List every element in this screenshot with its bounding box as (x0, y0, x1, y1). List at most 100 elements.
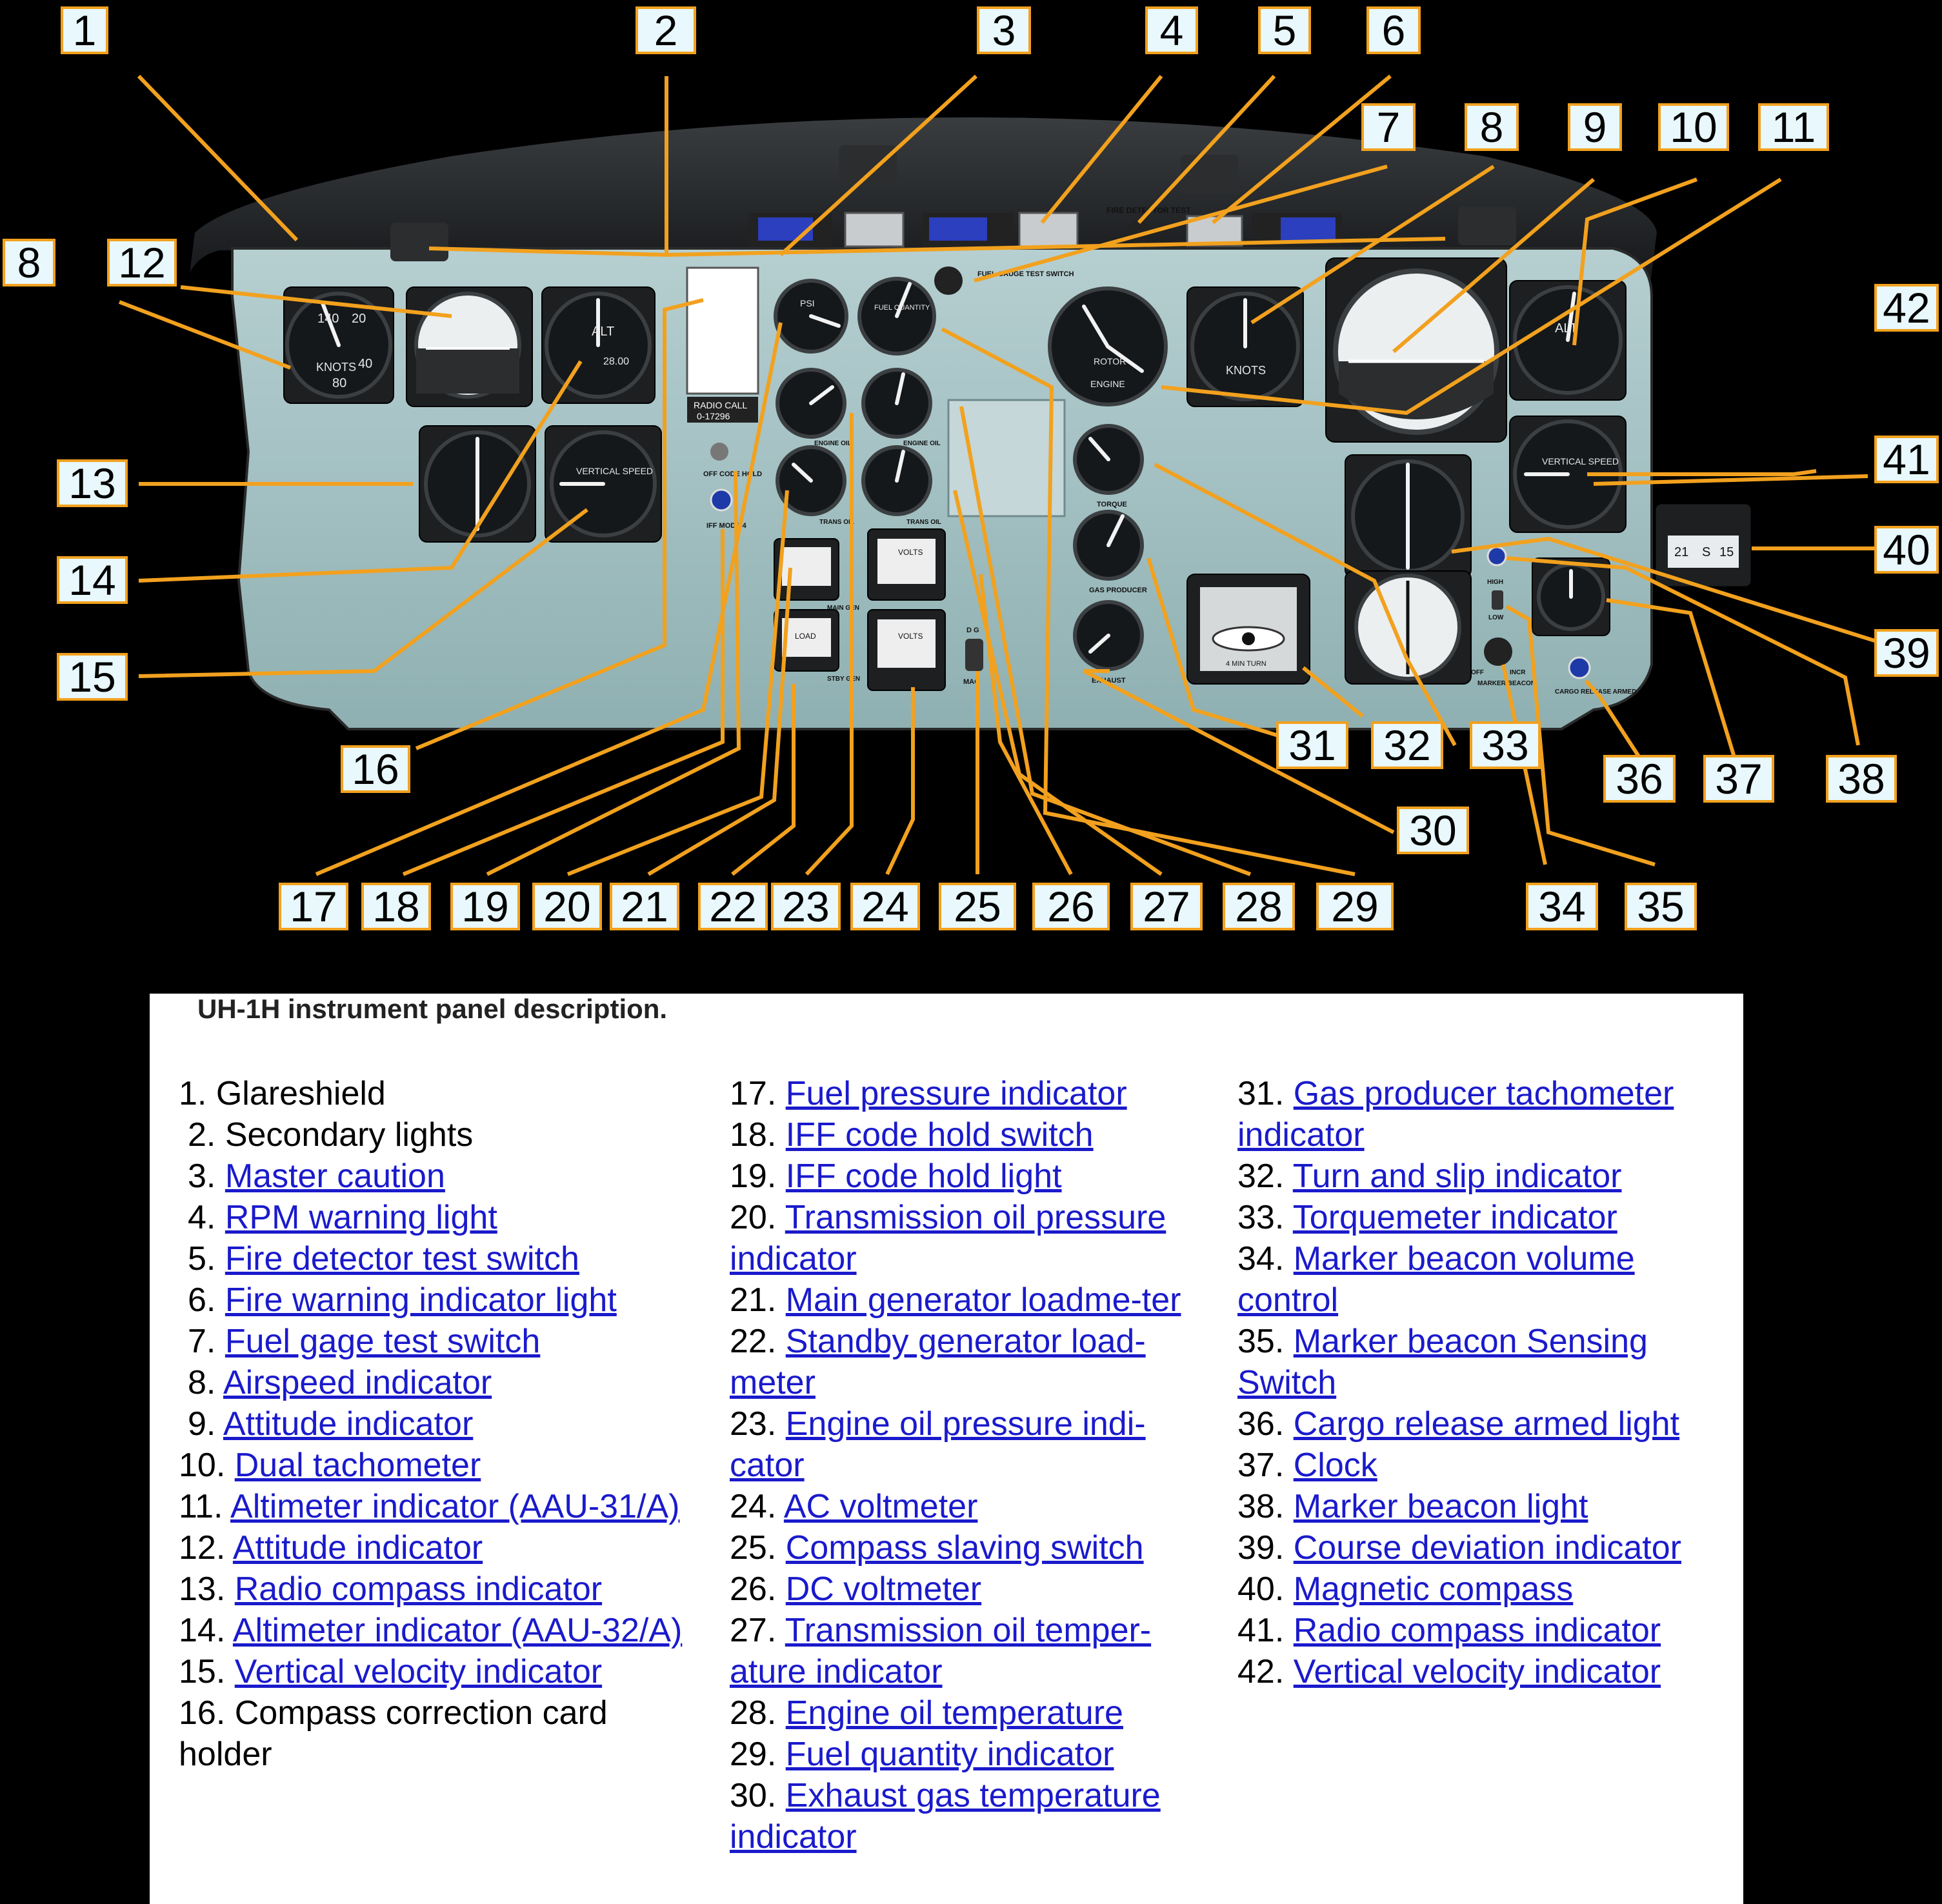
description-item[interactable]: 36. Cargo release armed light (1237, 1403, 1728, 1445)
description-item[interactable]: 27. Transmission oil temper-ature indica… (730, 1610, 1220, 1692)
description-item-link[interactable]: Transmission oil pressure indicator (730, 1199, 1166, 1278)
description-item-link[interactable]: Attitude indicator (223, 1405, 474, 1443)
description-item-link[interactable]: Master caution (225, 1157, 445, 1195)
iff-code-hold-switch[interactable] (710, 443, 728, 461)
description-item-link[interactable]: Airspeed indicator (223, 1364, 492, 1401)
description-item[interactable]: 3. Master caution (179, 1156, 695, 1197)
caution-light-blue-3-lens (1281, 217, 1336, 241)
master-caution-light[interactable] (844, 212, 905, 248)
description-item-link[interactable]: Marker beacon volume control (1237, 1240, 1635, 1319)
description-item-link[interactable]: Exhaust gas temperature indicator (730, 1777, 1161, 1856)
description-item-link[interactable]: Engine oil pressure indi-cator (730, 1405, 1146, 1484)
description-item[interactable]: 17. Fuel pressure indicator (730, 1073, 1220, 1114)
description-item[interactable]: 37. Clock (1237, 1445, 1728, 1486)
incr-label: INCR (1510, 669, 1526, 676)
description-item-link[interactable]: Compass slaving switch (785, 1529, 1144, 1567)
description-item[interactable]: 11. Altimeter indicator (AAU-31/A) (179, 1486, 695, 1527)
description-item-link[interactable]: Fuel gage test switch (225, 1323, 541, 1360)
description-item-link[interactable]: Transmission oil temper-ature indicator (730, 1612, 1152, 1690)
description-item-link[interactable]: Standby generator load-meter (730, 1323, 1146, 1401)
description-item-link[interactable]: IFF code hold light (785, 1157, 1062, 1195)
callout-20: 20 (532, 883, 602, 930)
description-item[interactable]: 41. Radio compass indicator (1237, 1610, 1728, 1651)
description-item-link[interactable]: DC voltmeter (785, 1570, 982, 1608)
description-item[interactable]: 21. Main generator loadme-ter (730, 1279, 1220, 1321)
compass-slaving-switch[interactable] (965, 639, 983, 671)
description-item-link[interactable]: Fuel pressure indicator (785, 1075, 1127, 1112)
description-item-link[interactable]: RPM warning light (225, 1199, 497, 1236)
description-item-number: 4. (188, 1199, 225, 1236)
description-item[interactable]: 18. IFF code hold switch (730, 1114, 1220, 1156)
description-item[interactable]: 30. Exhaust gas temperature indicator (730, 1775, 1220, 1858)
description-item-link[interactable]: Marker beacon light (1293, 1488, 1588, 1525)
description-item-link[interactable]: Fire detector test switch (225, 1240, 579, 1278)
description-item-link[interactable]: Vertical velocity indicator (234, 1653, 603, 1690)
description-item[interactable]: 29. Fuel quantity indicator (730, 1734, 1220, 1775)
callout-14: 14 (57, 556, 128, 604)
description-item[interactable]: 10. Dual tachometer (179, 1445, 695, 1486)
description-item[interactable]: 42. Vertical velocity indicator (1237, 1651, 1728, 1692)
description-item-link[interactable]: Fire warning indicator light (225, 1281, 617, 1319)
stby-gen-label: STBY GEN (827, 676, 860, 683)
description-item-link[interactable]: AC voltmeter (783, 1488, 978, 1525)
description-item-number: 23. (730, 1405, 786, 1443)
description-item-link[interactable]: Marker beacon Sensing Switch (1237, 1323, 1648, 1401)
fuel-gauge-test-switch[interactable] (934, 266, 963, 295)
description-item[interactable]: 13. Radio compass indicator (179, 1568, 695, 1610)
description-item[interactable]: 25. Compass slaving switch (730, 1527, 1220, 1568)
description-item[interactable]: 33. Torquemeter indicator (1237, 1197, 1728, 1238)
description-item[interactable]: 6. Fire warning indicator light (179, 1279, 695, 1321)
description-item-link[interactable]: Main generator loadme-ter (785, 1281, 1181, 1319)
description-item[interactable]: 12. Attitude indicator (179, 1527, 695, 1568)
description-item[interactable]: 32. Turn and slip indicator (1237, 1156, 1728, 1197)
description-item[interactable]: 7. Fuel gage test switch (179, 1321, 695, 1362)
vertical-speed-left: VERTICAL SPEED (545, 425, 662, 543)
description-item-link[interactable]: Dual tachometer (234, 1447, 481, 1484)
description-item-link[interactable]: Attitude indicator (232, 1529, 483, 1567)
description-item[interactable]: 23. Engine oil pressure indi-cator (730, 1403, 1220, 1486)
description-item[interactable]: 19. IFF code hold light (730, 1156, 1220, 1197)
description-item[interactable]: 40. Magnetic compass (1237, 1568, 1728, 1610)
description-item-link[interactable]: Torquemeter indicator (1292, 1199, 1617, 1236)
description-item-link[interactable]: Altimeter indicator (AAU-31/A) (230, 1488, 680, 1525)
marker-beacon-volume-control[interactable] (1484, 637, 1512, 666)
description-item[interactable]: 20. Transmission oil pressure indicator (730, 1197, 1220, 1279)
description-item-link[interactable]: Radio compass indicator (1293, 1612, 1661, 1649)
description-item[interactable]: 35. Marker beacon Sensing Switch (1237, 1321, 1728, 1403)
description-item-link[interactable]: Fuel quantity indicator (785, 1736, 1114, 1773)
callout-12: 12 (107, 239, 177, 286)
description-item[interactable]: 22. Standby generator load-meter (730, 1321, 1220, 1403)
description-item-link[interactable]: Course deviation indicator (1293, 1529, 1681, 1567)
description-item-link[interactable]: Radio compass indicator (234, 1570, 603, 1608)
description-item[interactable]: 38. Marker beacon light (1237, 1486, 1728, 1527)
description-item[interactable]: 28. Engine oil temperature (730, 1692, 1220, 1734)
description-item[interactable]: 26. DC voltmeter (730, 1568, 1220, 1610)
asi-40: 40 (358, 357, 372, 371)
description-item-link[interactable]: Gas producer tachometer indicator (1237, 1075, 1674, 1154)
high-label: HIGH (1487, 579, 1503, 586)
description-item-link[interactable]: Engine oil temperature (785, 1694, 1123, 1732)
description-item[interactable]: 8. Airspeed indicator (179, 1362, 695, 1403)
description-item[interactable]: 39. Course deviation indicator (1237, 1527, 1728, 1568)
description-item[interactable]: 15. Vertical velocity indicator (179, 1651, 695, 1692)
description-item-link[interactable]: IFF code hold switch (785, 1116, 1094, 1154)
callout-15: 15 (57, 653, 128, 701)
marker-beacon-sensing-switch[interactable] (1492, 590, 1503, 610)
description-item[interactable]: 4. RPM warning light (179, 1197, 695, 1238)
description-item-text: Compass correction card holder (179, 1694, 608, 1773)
callout-18: 18 (361, 883, 431, 930)
description-item[interactable]: 14. Altimeter indicator (AAU-32/A) (179, 1610, 695, 1651)
description-item-link[interactable]: Vertical velocity indicator (1293, 1653, 1661, 1690)
description-item-link[interactable]: Clock (1293, 1447, 1377, 1484)
description-item: 2. Secondary lights (179, 1114, 695, 1156)
description-item-link[interactable]: Magnetic compass (1293, 1570, 1574, 1608)
description-item-link[interactable]: Cargo release armed light (1293, 1405, 1680, 1443)
description-item-link[interactable]: Altimeter indicator (AAU-32/A) (232, 1612, 683, 1649)
description-item-link[interactable]: Turn and slip indicator (1292, 1157, 1622, 1195)
leader-lines (118, 74, 1910, 876)
description-item[interactable]: 34. Marker beacon volume control (1237, 1238, 1728, 1321)
description-item[interactable]: 24. AC voltmeter (730, 1486, 1220, 1527)
description-item[interactable]: 9. Attitude indicator (179, 1403, 695, 1445)
description-item[interactable]: 5. Fire detector test switch (179, 1238, 695, 1279)
description-item[interactable]: 31. Gas producer tachometer indicator (1237, 1073, 1728, 1156)
